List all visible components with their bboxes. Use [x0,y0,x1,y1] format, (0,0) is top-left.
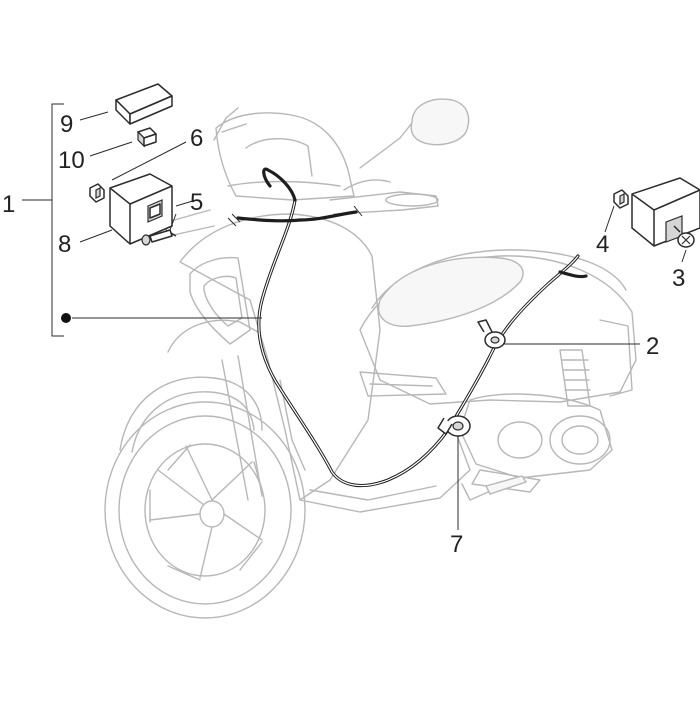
cable-clamp-2 [477,319,506,349]
fuse-10 [137,127,157,148]
callout-1: 1 [2,191,15,218]
callout-6: 6 [190,125,203,152]
cable-clip-7 [437,415,471,437]
front-shield [167,213,381,501]
side-stand [461,475,528,501]
clip-4 [613,189,629,209]
footboard [299,429,471,513]
callout-2: 2 [646,333,659,360]
front-wheel [104,401,306,619]
rear-branch-cable [558,270,588,279]
fuse-box-8 [109,173,173,245]
headset [215,112,355,201]
callout-8: 8 [58,231,71,258]
fuse-box-cover-9 [115,83,173,125]
fuse-box-clip-6 [89,183,105,203]
front-fork [119,355,263,501]
callout-labels: 1 2 3 4 5 6 7 8 9 10 [2,111,685,558]
rear-body [359,249,637,405]
headset-branch-cable [262,167,297,202]
main-harness-cable [257,198,580,488]
harness-reference-dot [61,313,71,323]
scooter-outline [104,98,637,619]
callout-3: 3 [672,265,685,292]
callout-5: 5 [190,189,203,216]
engine [459,319,633,493]
right-housing [631,177,700,247]
callout-10: 10 [58,147,85,174]
group-bracket [22,103,262,337]
handlebar-branch-right [298,210,358,222]
screw-5 [141,229,177,246]
mirrors [213,98,470,169]
callout-7: 7 [450,531,463,558]
screw-3 [673,225,695,248]
callout-4: 4 [596,231,609,258]
callout-9: 9 [60,111,73,138]
wiring-harness [227,167,588,488]
leader-lines [79,111,687,530]
handlebar-branch-left [236,216,302,223]
